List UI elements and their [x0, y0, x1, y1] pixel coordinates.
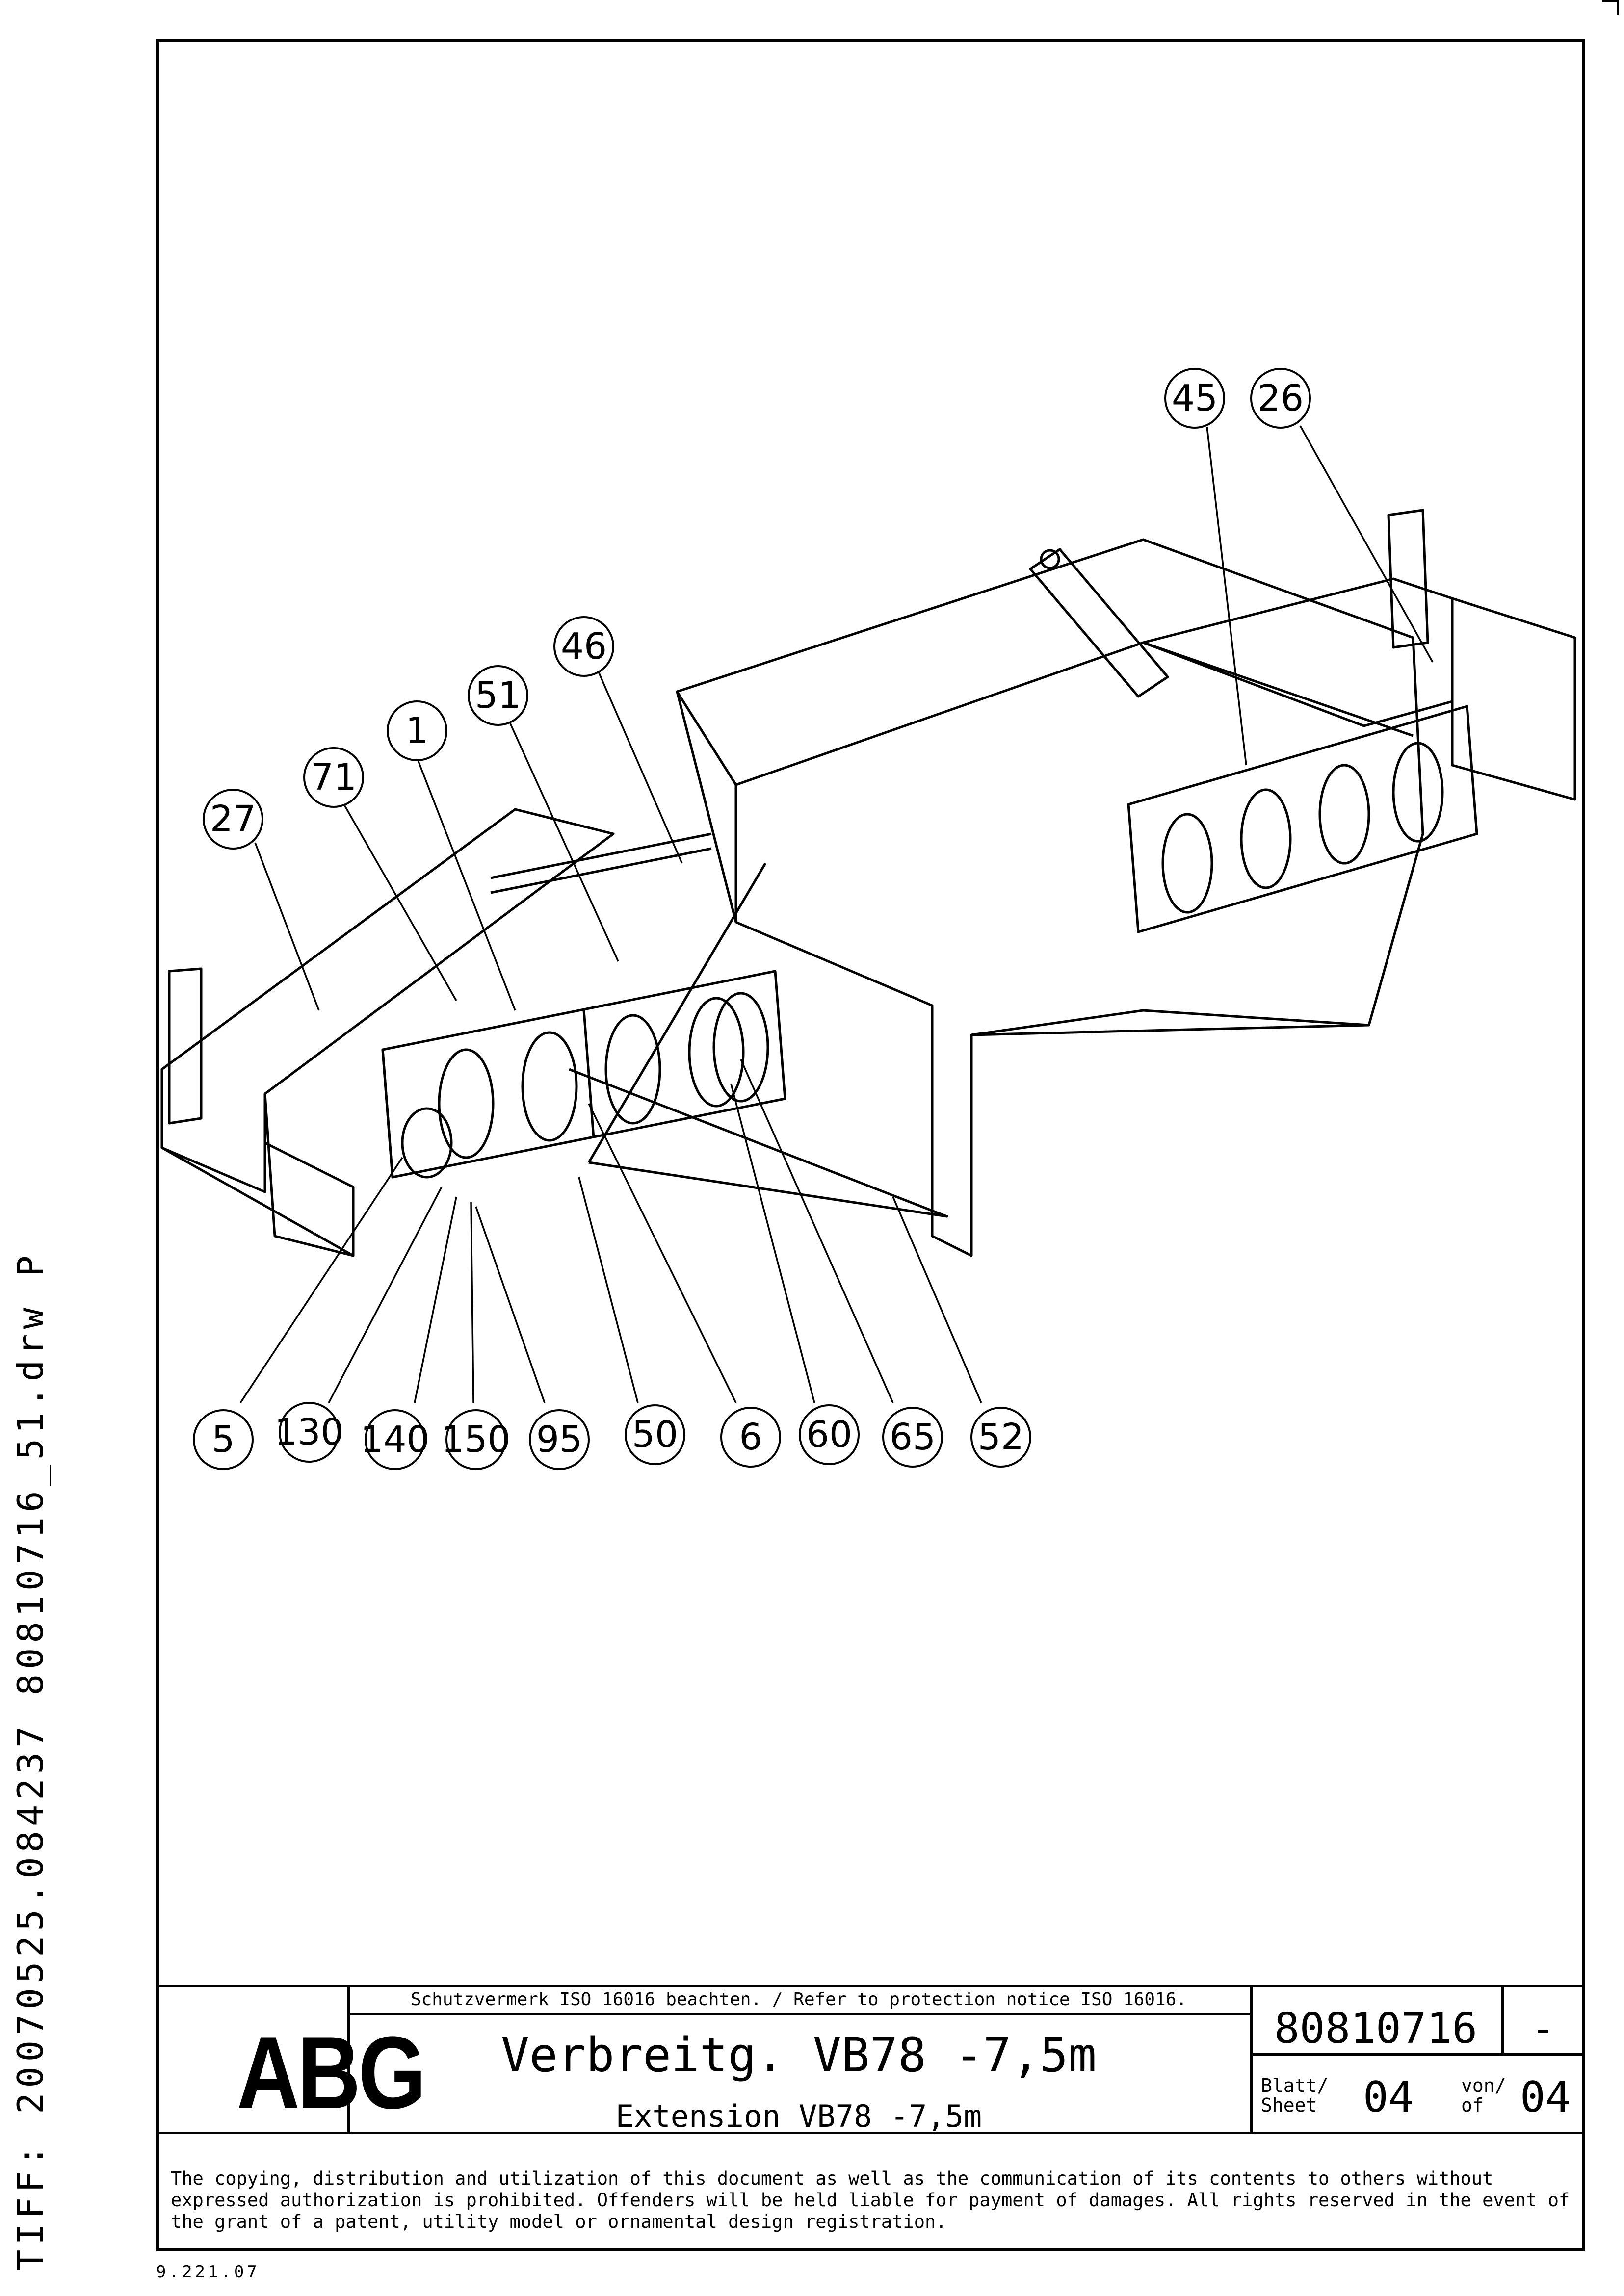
- callout-45: 45: [1172, 377, 1218, 419]
- callout-6: 6: [739, 1416, 762, 1458]
- callout-51-circle: [468, 665, 528, 726]
- callout-60: 60: [806, 1414, 852, 1456]
- callout-71: 71: [311, 756, 357, 799]
- hydraulic-cylinder: [490, 832, 712, 879]
- drawing-frame: [156, 39, 1585, 2251]
- revision: -: [1530, 2004, 1556, 2053]
- callout-27: 27: [210, 798, 256, 840]
- document-number: 80810716: [1274, 2004, 1478, 2053]
- callout-45-circle: [1164, 368, 1225, 429]
- abg-logo: ABG: [236, 2015, 426, 2130]
- callout-27-circle: [203, 789, 263, 850]
- protection-notice: Schutzvermerk ISO 16016 beachten. / Refe…: [410, 1989, 1187, 2010]
- callout-140-circle: [365, 1409, 425, 1470]
- drawing-code: 9.221.07: [156, 2262, 260, 2282]
- callout-46: 46: [561, 625, 607, 668]
- right-auger-flights: [1161, 742, 1444, 914]
- upper-mast: [1029, 548, 1169, 698]
- right-extension-beam: [1142, 577, 1454, 727]
- callout-65: 65: [890, 1416, 936, 1458]
- callout-5: 5: [211, 1419, 235, 1461]
- callout-5-circle: [193, 1409, 254, 1470]
- title-english: Extension VB78 -7,5m: [615, 2098, 982, 2134]
- callout-52: 52: [978, 1416, 1024, 1458]
- of-label-de: von/: [1461, 2075, 1506, 2096]
- main-frame-body: [676, 538, 1424, 1257]
- left-end-plate: [168, 967, 203, 1125]
- callout-46-circle: [553, 616, 614, 677]
- callout-150-circle: [445, 1409, 506, 1470]
- callout-26: 26: [1257, 377, 1304, 419]
- left-auger-flights: [438, 992, 769, 1159]
- callout-50-circle: [625, 1404, 685, 1465]
- total-sheets: 04: [1520, 2073, 1571, 2122]
- callout-65-circle: [882, 1407, 943, 1468]
- callout-6-circle: [720, 1407, 781, 1468]
- callout-labels: 45 26 46 51 1 71 27 5 130 140 150 95 50 …: [210, 377, 1304, 1461]
- callout-71-circle: [303, 747, 364, 808]
- copyright-notice: The copying, distribution and utilizatio…: [171, 2168, 1570, 2232]
- callout-150: 150: [441, 1419, 510, 1461]
- right-end-plate: [1387, 509, 1429, 649]
- callout-26-circle: [1250, 368, 1311, 429]
- of-label-en: of: [1461, 2094, 1484, 2116]
- callout-130: 130: [274, 1411, 343, 1453]
- callout-52-circle: [970, 1407, 1031, 1468]
- sheet-number: 04: [1363, 2073, 1414, 2122]
- callout-95: 95: [536, 1419, 582, 1461]
- sheet-label-en: Sheet: [1261, 2094, 1317, 2116]
- end-disk: [401, 1107, 453, 1179]
- callout-130-circle: [279, 1402, 340, 1463]
- callout-bubbles: [193, 368, 1311, 1470]
- sheet-label-de: Blatt/: [1261, 2075, 1329, 2096]
- title-block: ABG Schutzvermerk ISO 16016 beachten. / …: [156, 1985, 1585, 2251]
- right-auger-box: [1127, 705, 1478, 933]
- leader-lines: [239, 425, 1434, 1403]
- callout-50: 50: [632, 1414, 678, 1456]
- machine-frame-outline: [160, 509, 1576, 1257]
- corner-registration-mark: [1602, 0, 1619, 15]
- callout-95-circle: [529, 1409, 590, 1470]
- callout-1-circle: [387, 700, 447, 761]
- exploded-assembly-drawing: 45 26 46 51 1 71 27 5 130 140 150 95 50 …: [160, 368, 1576, 1470]
- tie-strut: [569, 1068, 948, 1218]
- callout-140: 140: [360, 1419, 429, 1461]
- callout-51: 51: [475, 674, 521, 717]
- callout-1: 1: [405, 710, 428, 752]
- title-german: Verbreitg. VB78 -7,5m: [501, 2028, 1097, 2083]
- callout-60-circle: [799, 1404, 860, 1465]
